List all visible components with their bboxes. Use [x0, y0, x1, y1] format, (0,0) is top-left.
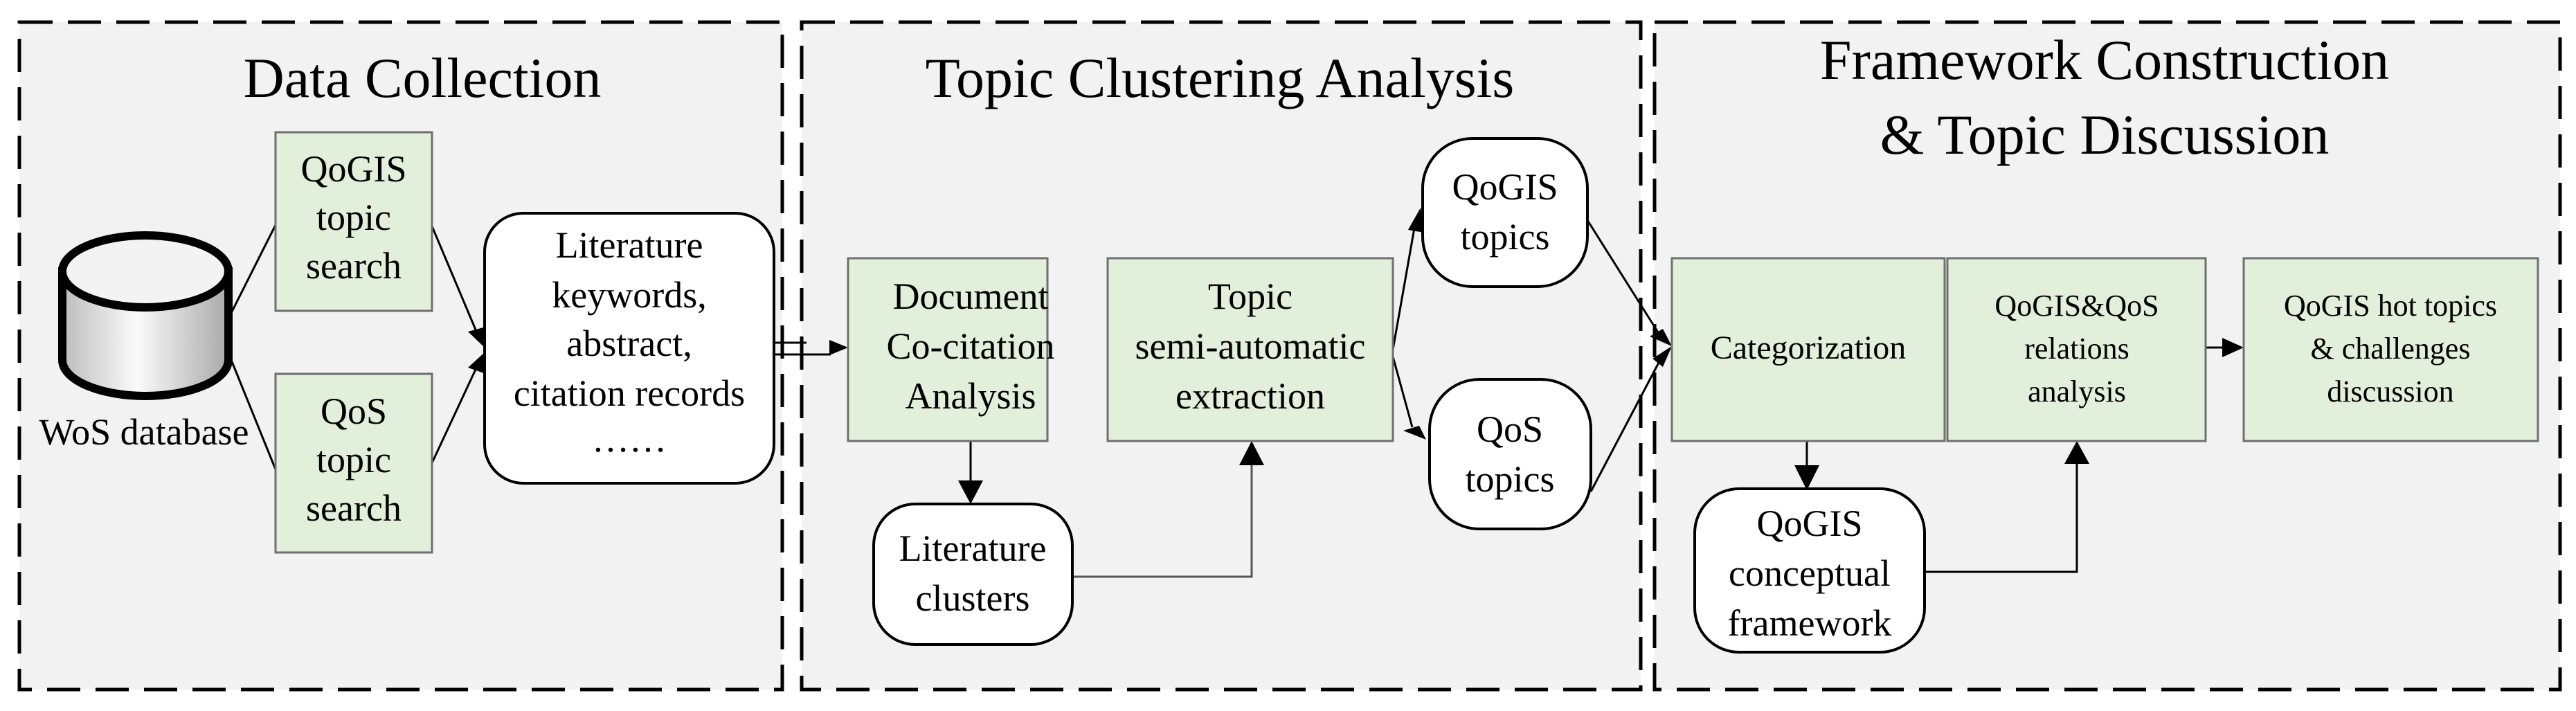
panel-title-framework-line1: Framework Construction [1820, 28, 2389, 91]
hot-topics-line-2: & challenges [2311, 332, 2471, 366]
categorization-box: Categorization [1670, 257, 1946, 442]
topic-extraction-box: Topic semi-automatic extraction [1106, 257, 1394, 442]
arrow-conceptual-relations [1925, 461, 2078, 573]
qos-topics-line-2: topics [1466, 458, 1555, 500]
arrow-qos-search-literature [429, 361, 480, 467]
arrow-clusters-extraction [1072, 462, 1253, 578]
clusters-line-1: Literature [899, 528, 1047, 569]
qogis-topic-search-box: QoGIS topic search [274, 131, 433, 312]
arrow-qogis-topics-categorization [1586, 219, 1659, 333]
qogis-topics-line-1: QoGIS [1452, 166, 1558, 208]
co-citation-analysis-box: Document Co-citation Analysis [847, 257, 1055, 442]
qogis-search-line-2: topic [316, 197, 391, 238]
literature-records-box: Literature keywords, abstract, citation … [483, 212, 775, 485]
cocitation-line-3: Analysis [906, 375, 1036, 417]
extraction-line-2: semi-automatic [1135, 325, 1366, 367]
qos-topics-line-1: QoS [1477, 408, 1543, 450]
cocitation-line-2: Co-citation [887, 325, 1055, 367]
qogis-search-line-1: QoGIS [300, 148, 406, 190]
literature-line-2: keywords, [552, 274, 706, 316]
conceptual-line-3: framework [1728, 602, 1892, 644]
arrow-extraction-qos-topics [1391, 356, 1414, 428]
clusters-line-2: clusters [916, 577, 1030, 619]
qos-search-line-2: topic [316, 439, 391, 480]
arrow-qogis-search-literature [429, 222, 480, 339]
qos-search-line-1: QoS [321, 390, 387, 432]
cocitation-line-1: Document [893, 276, 1049, 317]
qos-topics-box: QoS topics [1428, 378, 1592, 530]
relations-analysis-box: QoGIS&QoS relations analysis [1946, 257, 2207, 442]
extraction-line-3: extraction [1176, 375, 1325, 417]
categorization-label: Categorization [1711, 330, 1907, 366]
database-icon [58, 231, 233, 400]
conceptual-line-2: conceptual [1729, 552, 1891, 594]
connector-db-qogis [227, 224, 277, 319]
qogis-topics-box: QoGIS topics [1421, 137, 1589, 288]
literature-line-3: abstract, [566, 323, 692, 364]
panel-title-topic-clustering: Topic Clustering Analysis [926, 46, 1515, 109]
relations-line-3: analysis [2028, 375, 2126, 408]
wos-database-label: WoS database [39, 411, 249, 453]
connector-db-qos [227, 352, 277, 470]
panel-title-data-collection: Data Collection [244, 46, 602, 109]
panel-title-framework-line2: & Topic Discussion [1880, 103, 2330, 166]
hot-topics-line-1: QoGIS hot topics [2284, 289, 2497, 323]
connectors [227, 208, 2244, 578]
conceptual-line-1: QoGIS [1756, 503, 1862, 544]
qogis-search-line-3: search [306, 245, 402, 287]
arrow-qos-topics-categorization [1589, 361, 1661, 492]
arrow-extraction-qogis-topics [1391, 224, 1416, 350]
qogis-topics-line-2: topics [1461, 216, 1550, 258]
literature-clusters-box: Literature clusters [872, 503, 1074, 646]
hot-topics-discussion-box: QoGIS hot topics & challenges discussion [2242, 257, 2539, 442]
conceptual-framework-box: QoGIS conceptual framework [1693, 487, 1926, 654]
literature-line-5: …… [592, 418, 667, 460]
relations-line-1: QoGIS&QoS [1994, 289, 2159, 323]
qos-topic-search-box: QoS topic search [274, 372, 433, 554]
qos-search-line-3: search [306, 487, 402, 529]
extraction-line-1: Topic [1208, 276, 1292, 317]
literature-line-1: Literature [556, 224, 703, 266]
hot-topics-line-3: discussion [2327, 375, 2453, 408]
literature-line-4: citation records [514, 372, 745, 414]
relations-line-2: relations [2024, 332, 2129, 366]
